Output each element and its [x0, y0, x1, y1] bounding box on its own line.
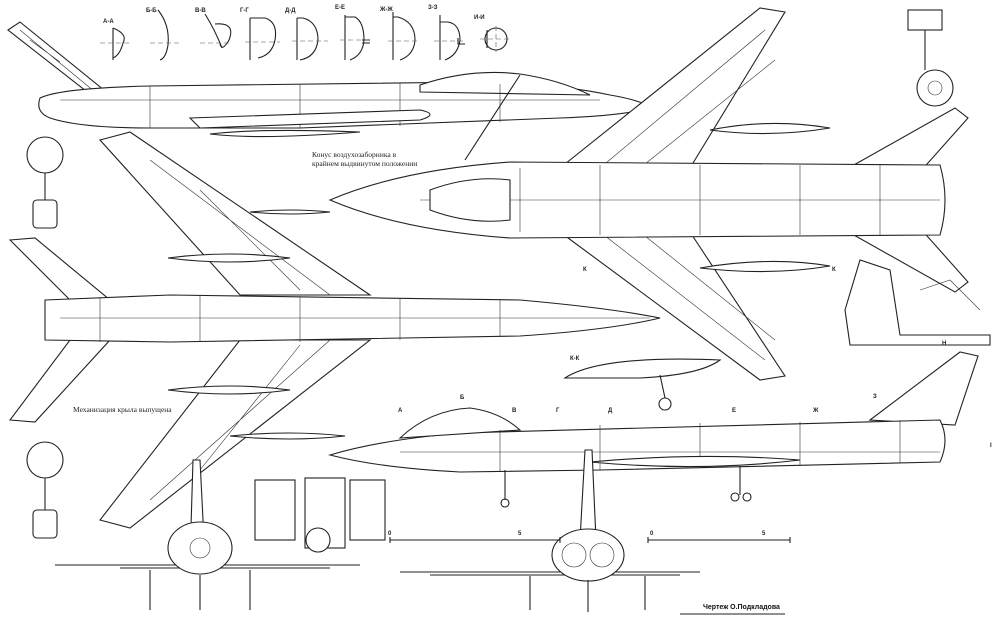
svg-text:В: В [512, 408, 517, 414]
section-b: Б-Б [146, 8, 182, 61]
svg-text:Д-Д: Д-Д [285, 8, 296, 14]
svg-text:З-З: З-З [428, 5, 438, 11]
svg-text:К: К [832, 267, 836, 273]
svg-text:И-И: И-И [474, 15, 485, 21]
section-i: И-И [474, 15, 510, 52]
svg-text:Чертеж О.Подкладова: Чертеж О.Подкладова [703, 604, 780, 611]
svg-text:З: З [873, 394, 877, 400]
left-gear-details [26, 136, 64, 539]
nose-gear-detail: К-К [563, 356, 722, 411]
svg-text:0: 0 [650, 531, 654, 537]
svg-text:I: I [990, 443, 992, 449]
svg-text:Г-Г: Г-Г [240, 8, 249, 14]
svg-text:А-А: А-А [103, 19, 114, 25]
canopy-detail: Н [844, 259, 991, 347]
svg-text:Ж-Ж: Ж-Ж [379, 7, 393, 13]
svg-text:Ж: Ж [812, 408, 819, 414]
cross-sections: А-А Б-Б В-В Г-Г Д-Д Е-Е Ж-Ж З-З И-И [100, 5, 510, 61]
svg-text:0: 0 [388, 531, 392, 537]
station-markers: А Б В Г Д Е Ж З I [398, 394, 992, 449]
side-view-upper [7, 21, 654, 138]
svg-text:К: К [583, 267, 587, 273]
svg-text:5: 5 [762, 531, 766, 537]
section-v: В-В [195, 8, 232, 49]
section-g: Г-Г [240, 8, 280, 60]
svg-text:Е: Е [732, 408, 736, 414]
svg-text:крайнем выдвинутом положении: крайнем выдвинутом положении [312, 159, 417, 168]
section-d: Д-Д [285, 8, 328, 61]
front-view [55, 459, 386, 610]
side-view-lower: А Б В Г Д Е Ж З I [327, 351, 992, 508]
svg-text:А: А [398, 408, 403, 414]
svg-text:Б-Б: Б-Б [146, 8, 157, 14]
plan-view-right: Конус воздухозаборника в крайнем выдвину… [312, 7, 969, 381]
credit: Чертеж О.Подкладова [680, 604, 785, 615]
main-gear-detail [907, 9, 954, 107]
svg-text:Г: Г [556, 408, 560, 414]
section-zh: Ж-Ж [379, 7, 420, 61]
svg-text:Механизация крыла выпущена: Механизация крыла выпущена [73, 405, 172, 414]
svg-text:5: 5 [518, 531, 522, 537]
scale-bar-left: 0 5 [388, 531, 561, 543]
section-e: Е-Е [335, 5, 372, 61]
scale-bar-right: 0 5 [647, 531, 791, 543]
svg-text:К-К: К-К [570, 356, 580, 362]
section-z: З-З [428, 5, 466, 61]
plan-view-left: Механизация крыла выпущена [8, 131, 661, 529]
rear-view [400, 449, 700, 612]
svg-text:Д: Д [608, 408, 613, 414]
svg-text:Н: Н [942, 341, 946, 347]
svg-text:Е-Е: Е-Е [335, 5, 345, 11]
svg-text:В-В: В-В [195, 8, 206, 14]
section-a: А-А [100, 19, 130, 60]
svg-text:Конус воздухозаборника в: Конус воздухозаборника в [312, 150, 397, 159]
svg-text:Б: Б [460, 395, 465, 401]
